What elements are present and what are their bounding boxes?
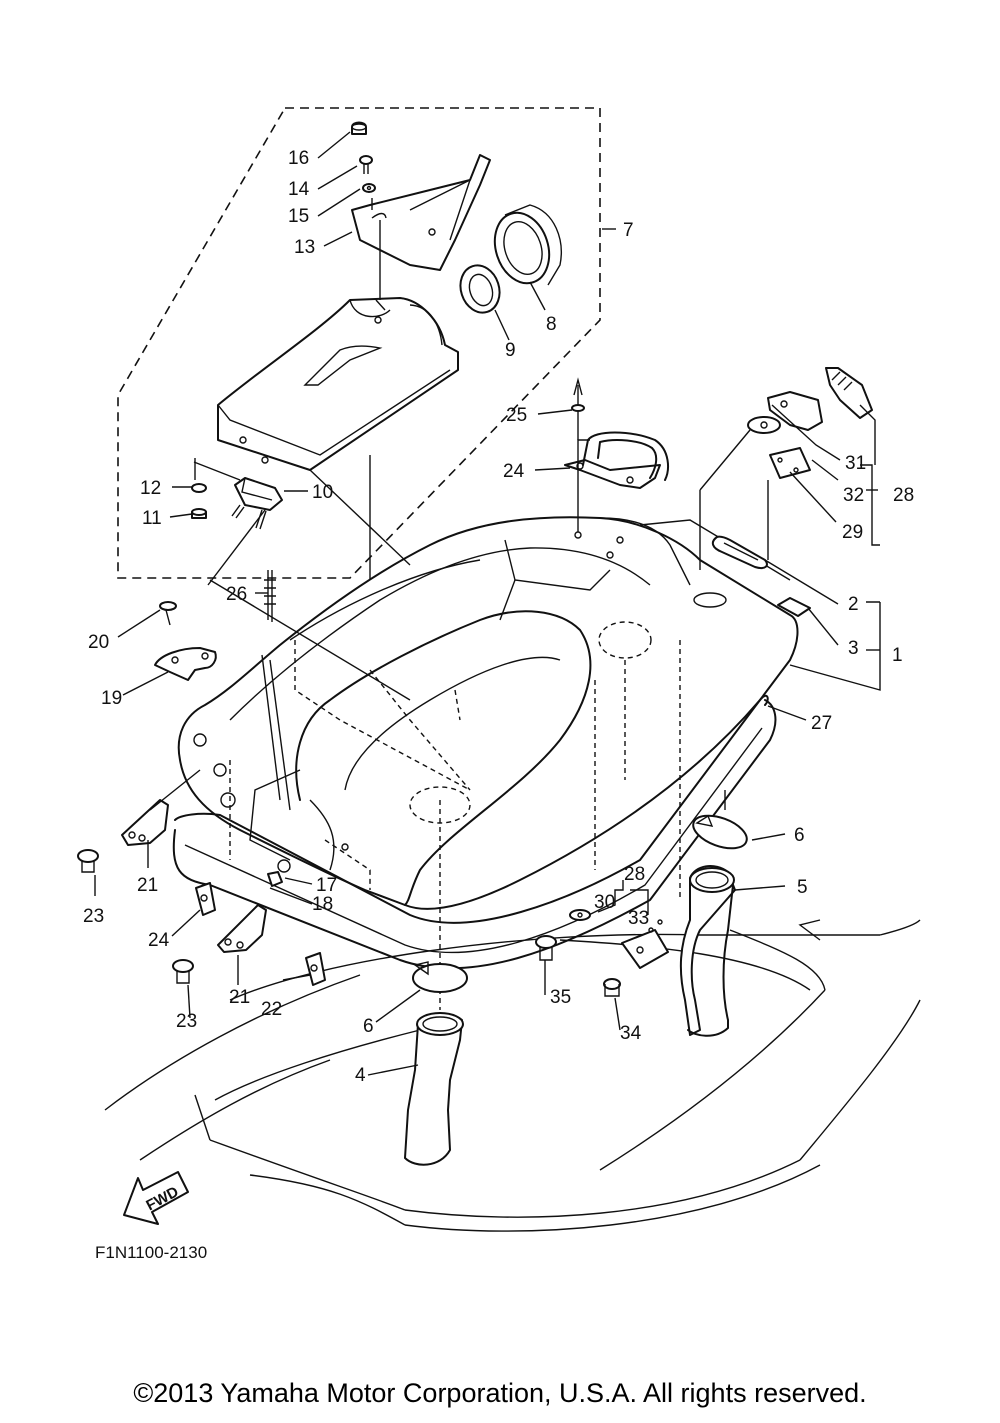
copyright-notice: ©2013 Yamaha Motor Corporation, U.S.A. A…: [133, 1378, 867, 1408]
callout-10: 10: [312, 482, 333, 503]
drawing-code: F1N1100-2130: [95, 1243, 207, 1262]
fwd-arrow: FWD: [123, 1171, 189, 1225]
callout-19: 19: [101, 688, 122, 709]
callout-34: 34: [620, 1023, 642, 1044]
callout-1: 1: [892, 645, 903, 666]
part-10-bracket: [191, 477, 283, 530]
callout-2: 2: [848, 594, 859, 615]
callout-labels: 16 14 15 13 7 8 9 25 24 12 10 11 31 32 2…: [83, 148, 914, 1086]
lower-left-brackets: [77, 799, 326, 986]
callout-25: 25: [506, 405, 527, 426]
callout-24-lower: 24: [148, 930, 170, 951]
part-9-ring: [459, 264, 501, 314]
part-4-6-hose: [404, 961, 468, 1166]
callout-17: 17: [316, 875, 337, 896]
callout-18: 18: [312, 894, 333, 915]
callout-21-upper: 21: [137, 875, 158, 896]
airbox-cover: [217, 297, 459, 471]
callout-27: 27: [811, 713, 832, 734]
callout-20: 20: [88, 632, 109, 653]
callout-16: 16: [288, 148, 309, 169]
part-24-25-handle: [564, 377, 669, 489]
part-5-6-hose: [679, 814, 748, 1037]
callout-5: 5: [797, 877, 808, 898]
callout-11: 11: [142, 508, 162, 529]
callout-13: 13: [294, 237, 315, 258]
callout-23-lower: 23: [176, 1011, 197, 1032]
part-26-strap: [264, 570, 276, 622]
callout-3: 3: [848, 638, 859, 659]
callout-28-top: 28: [893, 485, 914, 506]
part-19-20: [154, 601, 217, 681]
callout-6-upper: 6: [794, 825, 805, 846]
hull-outline: [104, 919, 921, 1232]
leader-lines: [94, 131, 881, 1076]
callout-7: 7: [623, 220, 634, 241]
callout-28-lower: 28: [624, 864, 645, 885]
group-7-boundary: [117, 107, 601, 579]
deck-body: [172, 516, 799, 1010]
callout-31: 31: [845, 453, 866, 474]
callout-6-lower: 6: [363, 1016, 374, 1037]
callout-12: 12: [140, 478, 161, 499]
lower-right-parts: [535, 909, 669, 997]
callout-24-top: 24: [503, 461, 525, 482]
callout-29: 29: [842, 522, 863, 543]
part-13-bracket: [351, 154, 491, 271]
callout-9: 9: [505, 340, 516, 361]
callout-23-upper: 23: [83, 906, 104, 927]
callout-15: 15: [288, 206, 309, 227]
callout-22: 22: [261, 999, 282, 1020]
callout-32: 32: [843, 485, 864, 506]
callout-14: 14: [288, 179, 310, 200]
callout-35: 35: [550, 987, 571, 1008]
part-2-3: [711, 535, 811, 617]
callout-30: 30: [594, 892, 615, 913]
callout-21-lower: 21: [229, 987, 250, 1008]
fasteners-top: [351, 121, 376, 210]
callout-33: 33: [628, 908, 649, 929]
part-8-seal: [493, 204, 562, 286]
callout-8: 8: [546, 314, 557, 335]
callout-4: 4: [355, 1065, 366, 1086]
callout-26: 26: [226, 584, 247, 605]
